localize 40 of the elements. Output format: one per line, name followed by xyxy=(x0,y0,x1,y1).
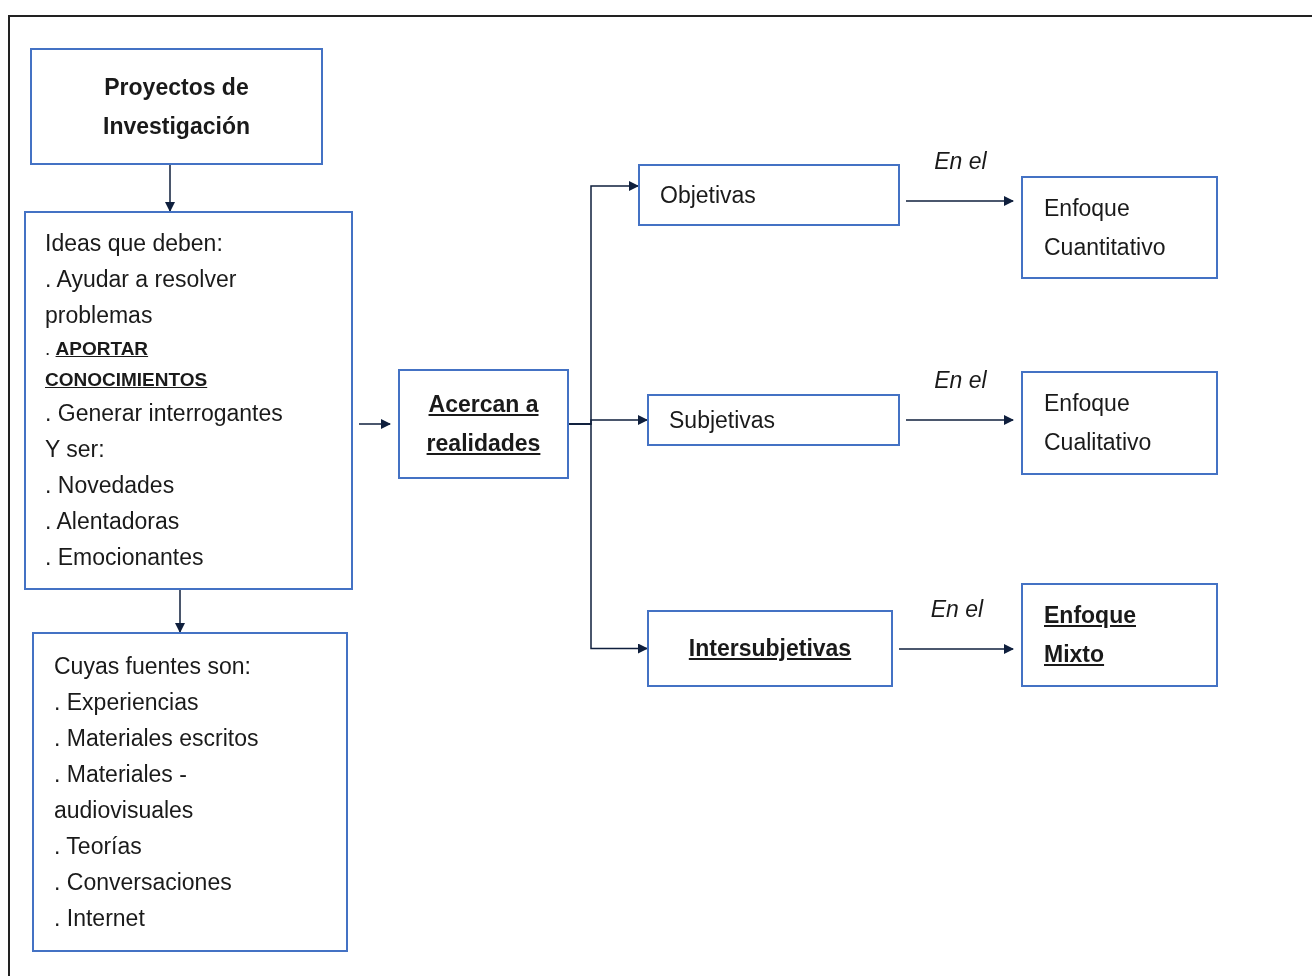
box-text: Y ser: xyxy=(45,435,106,464)
result-box xyxy=(1021,371,1218,475)
title-box xyxy=(30,48,323,165)
arrow xyxy=(358,419,391,429)
process-box xyxy=(647,610,893,687)
arrow xyxy=(898,644,1014,654)
box-text: . Materiales escritos xyxy=(54,724,260,753)
box-text: Subjetivas xyxy=(669,405,777,435)
box-text: . Conversaciones xyxy=(54,868,233,897)
list-box xyxy=(24,211,353,590)
box-text: . Novedades xyxy=(45,471,176,500)
box-text: . Materiales - audiovisuales xyxy=(54,760,195,825)
box-text: Intersubjetivas xyxy=(688,634,852,664)
box-text: . Teorías xyxy=(54,832,143,861)
box-text: Cuyas fuentes son: xyxy=(54,652,252,681)
box-text: Ideas que deben: xyxy=(45,229,224,258)
box-text: . Generar interrogantes xyxy=(45,399,284,428)
result-box xyxy=(1021,176,1218,279)
box-text: . Internet xyxy=(54,904,146,933)
box-text: Proyectos de Investigación xyxy=(102,72,251,141)
box-text: . APORTAR CONOCIMIENTOS xyxy=(45,337,209,392)
arrow xyxy=(175,589,185,633)
arrow xyxy=(568,423,648,654)
box-text: Enfoque Cualitativo xyxy=(1044,389,1153,457)
arrow xyxy=(165,164,175,212)
box-text: . Experiencias xyxy=(54,688,200,717)
arrow xyxy=(905,415,1014,425)
box-text: Objetivas xyxy=(660,180,757,210)
result-box xyxy=(1021,583,1218,687)
box-text: Enfoque Cuantitativo xyxy=(1044,193,1167,262)
arrow xyxy=(905,196,1014,206)
box-text: . Ayudar a resolver problemas xyxy=(45,265,238,330)
box-text: . Alentadoras xyxy=(45,507,181,536)
process-box xyxy=(398,369,569,479)
box-text: Enfoque Mixto xyxy=(1044,601,1137,669)
list-box xyxy=(32,632,348,952)
process-box xyxy=(647,394,900,446)
process-box xyxy=(638,164,900,226)
box-text: Acercan a realidades xyxy=(425,390,542,458)
box-text: . Emocionantes xyxy=(45,543,205,572)
